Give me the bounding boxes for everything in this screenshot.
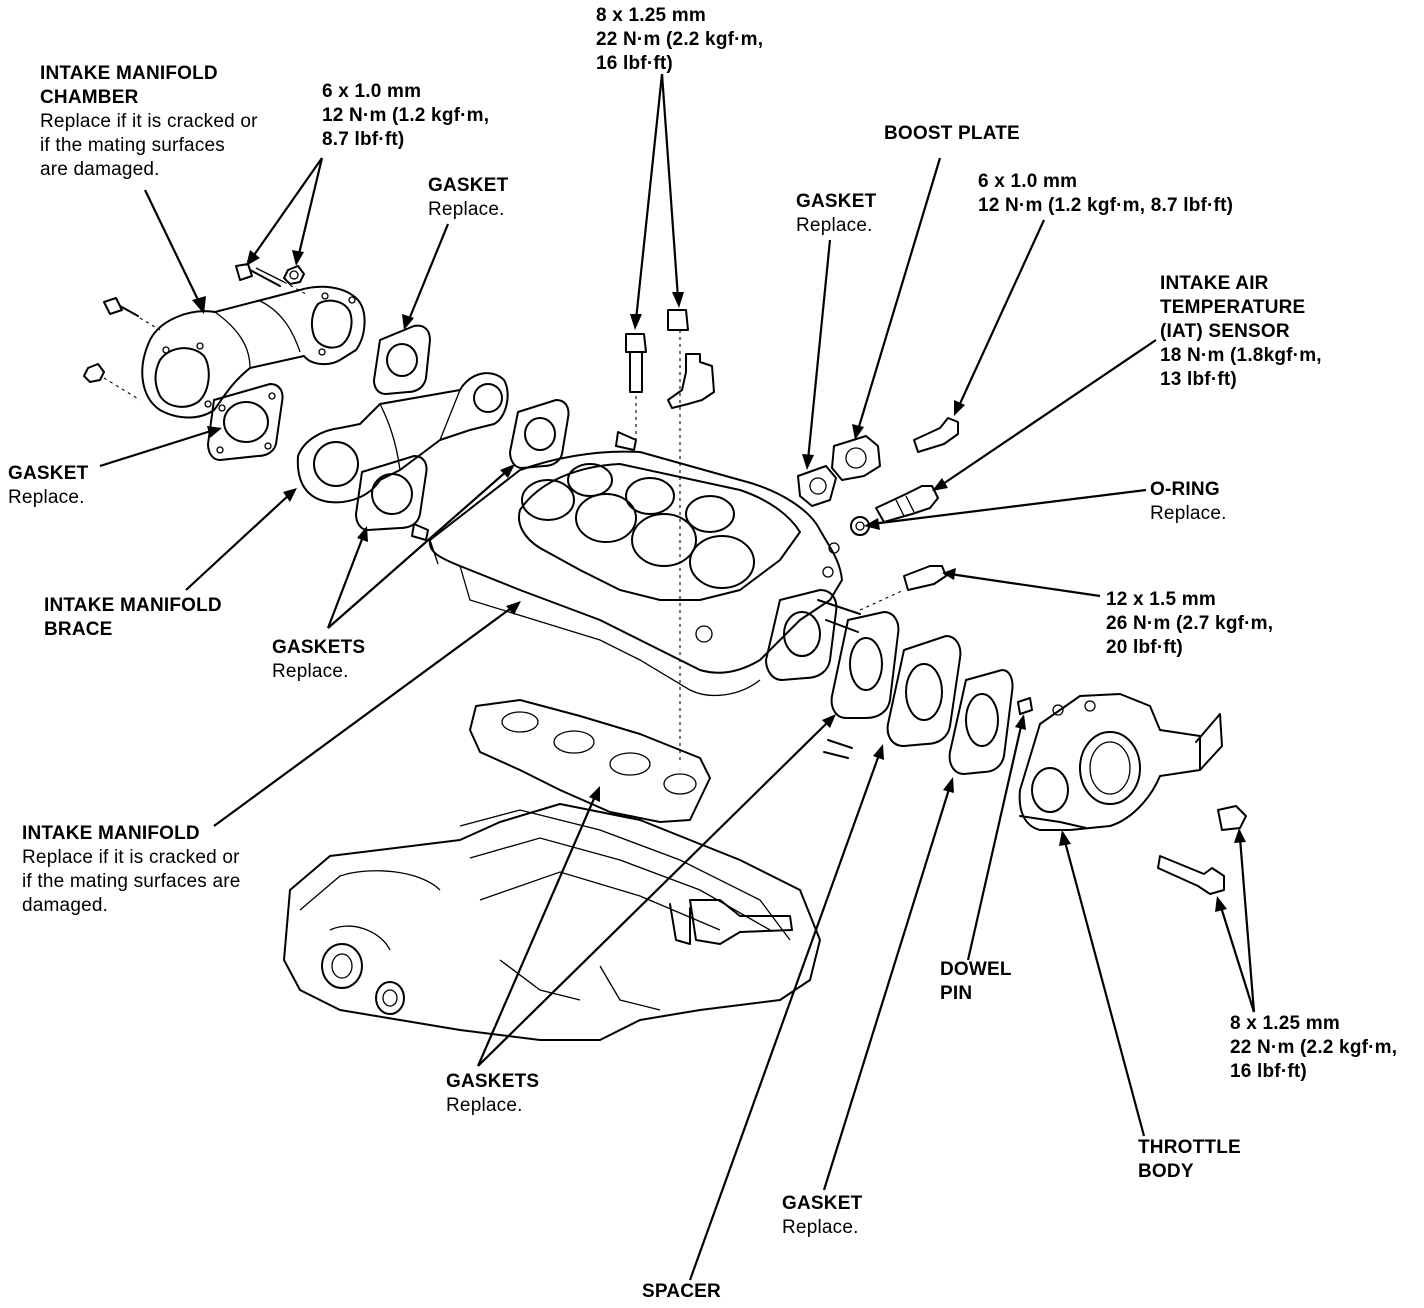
intake-manifold-brace-part xyxy=(296,372,509,504)
callout-title: DOWEL PIN xyxy=(940,959,1012,1004)
gasket-chamber-right xyxy=(373,324,431,395)
leader-lines xyxy=(99,73,1256,1281)
throttle-bolts xyxy=(1157,805,1247,895)
callout-title: 8 x 1.25 mm 22 N·m (2.2 kgf·m, 16 lbf·ft… xyxy=(1230,1013,1398,1082)
callout-title: INTAKE MANIFOLD BRACE xyxy=(44,595,222,640)
callout-top-bolt-spec: 8 x 1.25 mm 22 N·m (2.2 kgf·m, 16 lbf·ft… xyxy=(596,4,763,76)
intake-manifold-chamber-part xyxy=(141,285,366,419)
callout-gasket-left: GASKET Replace. xyxy=(8,462,88,510)
callout-throttle-body: THROTTLE BODY xyxy=(1138,1136,1241,1184)
callout-throttle-bolt-spec: 8 x 1.25 mm 22 N·m (2.2 kgf·m, 16 lbf·ft… xyxy=(1230,1012,1397,1084)
callout-title: 8 x 1.25 mm 22 N·m (2.2 kgf·m, 16 lbf·ft… xyxy=(596,5,764,74)
callout-note: Replace if it is cracked or if the matin… xyxy=(40,111,258,180)
callout-gaskets-lower: GASKETS Replace. xyxy=(446,1070,539,1118)
callout-note: Replace. xyxy=(796,215,873,236)
callout-intake-manifold-brace: INTAKE MANIFOLD BRACE xyxy=(44,594,222,642)
callout-dowel-pin: DOWEL PIN xyxy=(940,958,1012,1006)
callout-gaskets-mid: GASKETS Replace. xyxy=(272,636,365,684)
callout-stud-spec: 12 x 1.5 mm 26 N·m (2.7 kgf·m, 20 lbf·ft… xyxy=(1106,588,1273,660)
gasket-throttle-1 xyxy=(886,635,962,747)
callout-note: Replace if it is cracked or if the matin… xyxy=(22,847,241,916)
callout-title: 6 x 1.0 mm 12 N·m (1.2 kgf·m, 8.7 lbf·ft… xyxy=(978,171,1234,216)
callout-title: GASKET xyxy=(796,191,877,212)
dowel-pin-part xyxy=(1017,697,1033,715)
boost-plate-part xyxy=(831,435,881,481)
callout-title: THROTTLE BODY xyxy=(1138,1137,1241,1182)
callout-intake-manifold-chamber: INTAKE MANIFOLD CHAMBER Replace if it is… xyxy=(40,62,258,182)
callout-intake-manifold: INTAKE MANIFOLD Replace if it is cracked… xyxy=(22,822,241,918)
engine-block-part xyxy=(283,803,821,1041)
callout-note: Replace. xyxy=(428,199,505,220)
gasket-throttle-2 xyxy=(948,669,1014,775)
callout-iat-sensor: INTAKE AIR TEMPERATURE (IAT) SENSOR 18 N… xyxy=(1160,272,1322,392)
callout-gasket-throttle: GASKET Replace. xyxy=(782,1192,862,1240)
lower-gasket-part xyxy=(469,699,711,823)
chamber-bolts xyxy=(83,263,307,401)
callout-title: GASKET xyxy=(782,1193,863,1214)
callout-note: Replace. xyxy=(8,487,85,508)
callout-title: BOOST PLATE xyxy=(884,123,1020,144)
callout-title: INTAKE MANIFOLD CHAMBER xyxy=(40,63,218,108)
intake-manifold-part xyxy=(411,431,861,697)
iat-sensor-part xyxy=(875,485,939,523)
callout-o-ring: O-RING Replace. xyxy=(1150,478,1227,526)
stud-part xyxy=(859,565,947,611)
callout-title: SPACER xyxy=(642,1281,721,1302)
callout-title: 6 x 1.0 mm 12 N·m (1.2 kgf·m, 8.7 lbf·ft… xyxy=(322,81,490,150)
callout-title: GASKETS xyxy=(272,637,366,658)
callout-note: Replace. xyxy=(272,661,349,682)
gasket-chamber-left xyxy=(207,383,284,461)
callout-gasket-boost: GASKET Replace. xyxy=(796,190,876,238)
gasket-right-mid xyxy=(509,399,570,469)
callout-note: Replace. xyxy=(782,1217,859,1238)
callout-title: INTAKE MANIFOLD xyxy=(22,823,200,844)
callout-title: O-RING xyxy=(1150,479,1220,500)
callout-note: Replace. xyxy=(446,1095,523,1116)
boost-plate-bolt xyxy=(913,417,959,453)
callout-title: INTAKE AIR TEMPERATURE (IAT) SENSOR 18 N… xyxy=(1160,273,1322,390)
boost-plate-gasket xyxy=(797,465,837,507)
callout-title: GASKET xyxy=(8,463,89,484)
callout-title: GASKETS xyxy=(446,1071,540,1092)
callout-note: Replace. xyxy=(1150,503,1227,524)
callout-chamber-bolt-spec: 6 x 1.0 mm 12 N·m (1.2 kgf·m, 8.7 lbf·ft… xyxy=(322,80,489,152)
callout-boost-plate: BOOST PLATE xyxy=(884,122,1020,146)
callout-spacer: SPACER xyxy=(642,1280,721,1304)
callout-gasket-upper: GASKET Replace. xyxy=(428,174,508,222)
throttle-body-part xyxy=(1018,693,1223,831)
top-bolts xyxy=(625,309,715,760)
callout-boost-bolt-spec: 6 x 1.0 mm 12 N·m (1.2 kgf·m, 8.7 lbf·ft… xyxy=(978,170,1233,218)
callout-title: GASKET xyxy=(428,175,509,196)
callout-title: 12 x 1.5 mm 26 N·m (2.7 kgf·m, 20 lbf·ft… xyxy=(1106,589,1274,658)
spacer-part xyxy=(823,611,900,759)
